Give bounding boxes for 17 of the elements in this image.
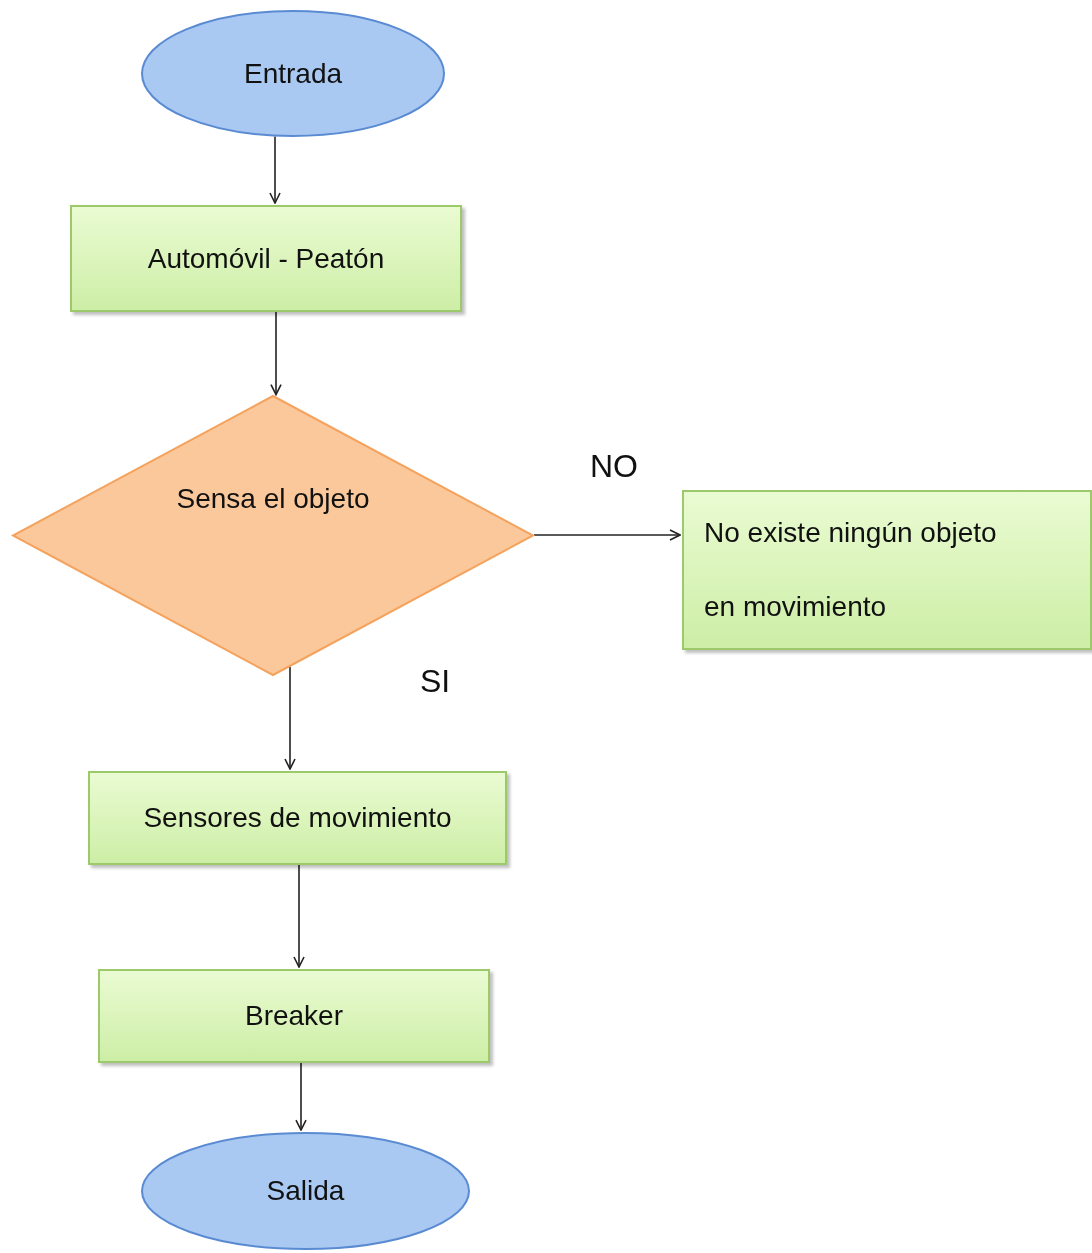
arrow (295, 1062, 307, 1131)
process-box (88, 771, 507, 865)
process-box (682, 490, 1092, 650)
node-text: Salida (266, 1175, 345, 1207)
node-text: Sensores de movimiento (143, 802, 452, 834)
node-text: Automóvil - Peatón (147, 242, 385, 275)
node-text: Breaker (244, 1000, 343, 1032)
node-text: Entrada (243, 57, 343, 90)
node-text: No existe ningún objeto en movimiento (704, 516, 998, 624)
arrow (293, 864, 305, 968)
node-text: Sensa el objeto (176, 483, 370, 515)
arrow (270, 311, 282, 396)
arrow (284, 666, 296, 770)
arrow (269, 135, 281, 204)
process-box (70, 205, 462, 312)
process-box (98, 969, 490, 1063)
arrow (533, 529, 681, 541)
